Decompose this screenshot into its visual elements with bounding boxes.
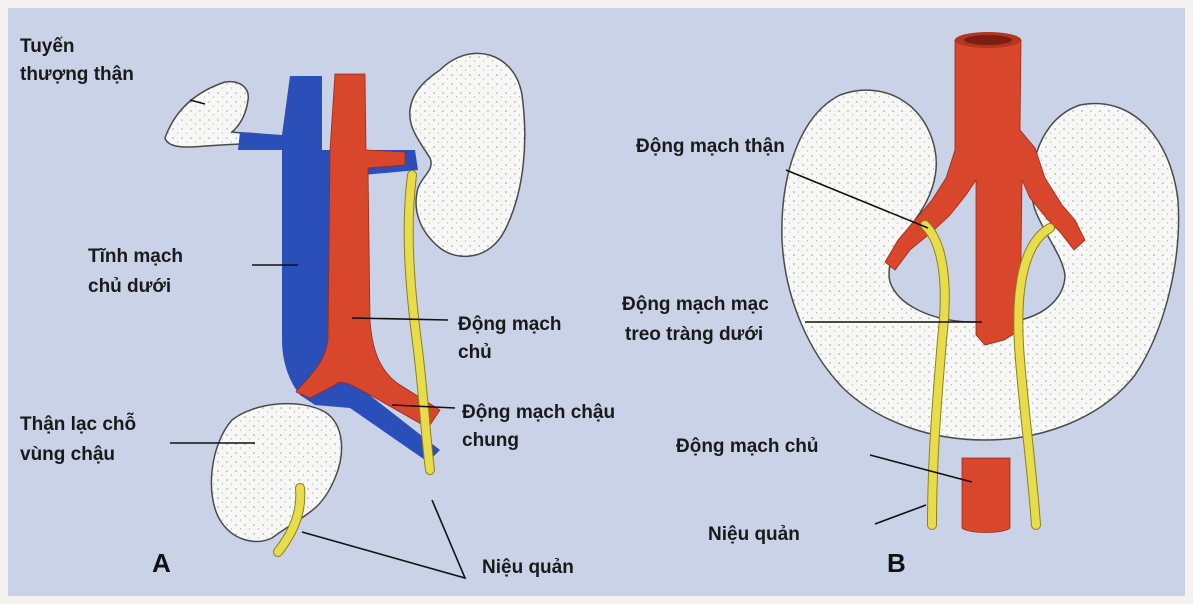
- label-pelvic-kidney: Thận lạc chỗ: [20, 413, 136, 435]
- label-ima: Động mạch mạc: [622, 294, 769, 315]
- label-aorta-b: Động mạch chủ: [676, 436, 819, 457]
- label-aorta-a: Động mạch: [458, 314, 561, 335]
- label-renal-artery: Động mạch thận: [636, 136, 785, 157]
- leader-ureter-b: [874, 504, 927, 525]
- label-adrenal: thượng thận: [20, 64, 134, 85]
- ureter-a-upper: [404, 171, 434, 474]
- leader-iliac: [391, 404, 456, 409]
- label-ima: treo tràng dưới: [625, 324, 763, 345]
- leader-ureter-a: [301, 499, 467, 580]
- leader-adrenal: [189, 99, 206, 105]
- panel-a: Tuyến thượng thận Tĩnh mạch chủ dưới Độn…: [20, 36, 615, 580]
- label-ivc: chủ dưới: [88, 276, 171, 297]
- label-common-iliac: Động mạch chậu: [462, 402, 615, 423]
- abdominal-aorta: [295, 73, 441, 429]
- label-ivc: Tĩnh mạch: [88, 246, 183, 267]
- ureter-a-pelvic: [274, 484, 305, 556]
- panel-b: Động mạch thận Động mạch mạc treo tràng …: [622, 32, 1180, 578]
- leader-aorta-b: [869, 454, 973, 483]
- label-common-iliac: chung: [462, 430, 519, 451]
- label-adrenal: Tuyến: [20, 36, 75, 57]
- ureter-b-right: [1014, 224, 1054, 529]
- label-ureter-b: Niệu quản: [708, 524, 800, 545]
- label-aorta-a: chủ: [458, 342, 492, 363]
- label-ureter-a: Niệu quản: [482, 557, 574, 578]
- panel-letter-b: B: [887, 548, 906, 578]
- ureter-b-left: [921, 221, 949, 529]
- aorta-lower-b: [961, 457, 1011, 533]
- inferior-vena-cava: [238, 76, 440, 462]
- label-pelvic-kidney: vùng chậu: [20, 444, 115, 465]
- leader-aorta: [351, 317, 449, 321]
- panel-letter-a: A: [152, 548, 171, 578]
- leader-renal-artery: [785, 169, 929, 229]
